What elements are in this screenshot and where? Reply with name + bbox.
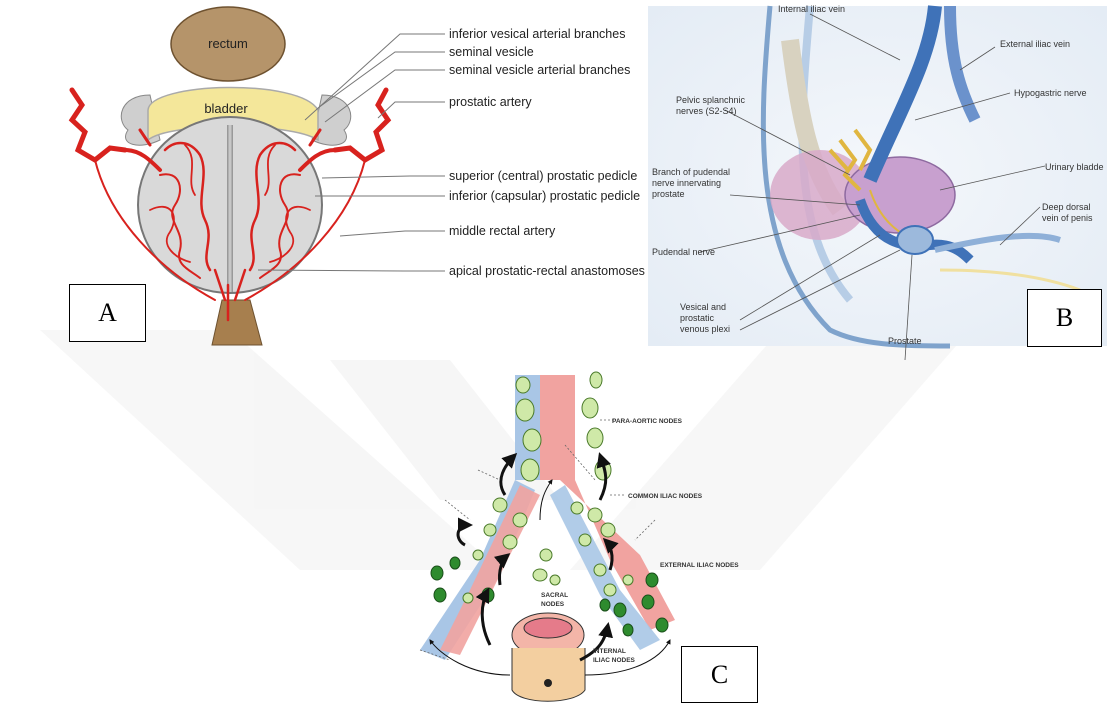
label-sacral-nodes: NODES — [541, 601, 565, 608]
label-branch-of-pudendal: Branch of pudendal — [652, 167, 730, 177]
label-apical-prostatic-rectal-anastomoses: apical prostatic-rectal anastomoses — [449, 264, 645, 278]
label-prostate-branch: prostate — [652, 189, 685, 199]
label-nerves-s2-s4: nerves (S2-S4) — [676, 106, 737, 116]
label-prostatic: prostatic — [680, 313, 715, 323]
label-common-iliac-nodes: COMMON ILIAC NODES — [628, 493, 703, 500]
prostate-b-shape — [897, 226, 933, 254]
label-urinary-bladder: Urinary bladde — [1045, 162, 1104, 172]
label-hypogastric-nerve: Hypogastric nerve — [1014, 88, 1087, 98]
panel-b-tag: B — [1027, 289, 1102, 347]
label-superior-central-prostatic-pedicle: superior (central) prostatic pedicle — [449, 169, 637, 183]
urethra-stalk — [212, 300, 262, 345]
label-seminal-vesicle: seminal vesicle — [449, 45, 534, 59]
label-prostate-b: Prostate — [888, 336, 922, 346]
label-vein-of-penis: vein of penis — [1042, 213, 1093, 223]
panel-c-tag: C — [681, 646, 758, 703]
label-para-aortic-nodes: PARA-AORTIC NODES — [612, 418, 683, 425]
label-inferior-capsular-prostatic-pedicle: inferior (capsular) prostatic pedicle — [449, 189, 640, 203]
bladder-label: bladder — [204, 101, 248, 116]
label-vesical-and: Vesical and — [680, 302, 726, 312]
panel-a-tag: A — [69, 284, 146, 342]
label-prostatic-artery: prostatic artery — [449, 95, 532, 109]
label-middle-rectal-artery: middle rectal artery — [449, 224, 556, 238]
label-external-iliac-nodes: EXTERNAL ILIAC NODES — [660, 562, 739, 569]
label-nerve-innervating: nerve innervating — [652, 178, 721, 188]
label-seminal-vesicle-arterial-branches: seminal vesicle arterial branches — [449, 63, 630, 77]
label-inferior-vesical-arterial-branches: inferior vesical arterial branches — [449, 27, 625, 41]
label-venous-plexi: venous plexi — [680, 324, 730, 334]
rectum-label: rectum — [208, 36, 248, 51]
label-pelvic-splanchnic: Pelvic splanchnic — [676, 95, 746, 105]
label-deep-dorsal: Deep dorsal — [1042, 202, 1091, 212]
label-internal: INTERNAL — [593, 648, 626, 655]
panel-a-labels: inferior vesical arterial branches semin… — [449, 27, 645, 278]
label-sacral: SACRAL — [541, 592, 568, 599]
panel-a-diagram: rectum bladder — [72, 7, 645, 345]
label-external-iliac-vein: External iliac vein — [1000, 39, 1070, 49]
label-pudendal-nerve: Pudendal nerve — [652, 247, 715, 257]
label-internal-iliac-vein: Internal iliac vein — [778, 4, 845, 14]
label-iliac-nodes: ILIAC NODES — [593, 657, 636, 664]
